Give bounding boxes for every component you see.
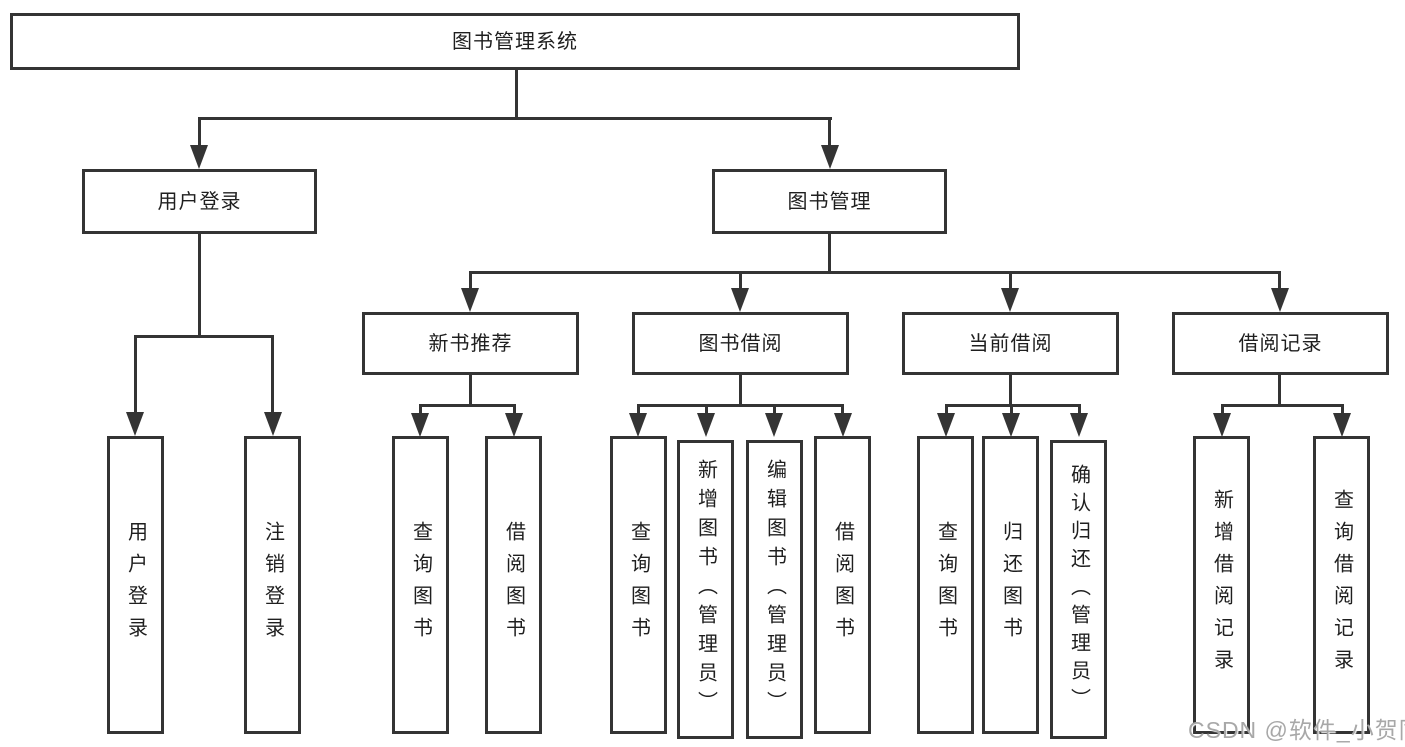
node-label: 新书推荐	[428, 332, 513, 355]
connector-arrow	[697, 413, 715, 437]
connector-line	[773, 404, 776, 416]
node-root: 图书管理系统	[10, 13, 1020, 70]
connector-arrow	[126, 412, 144, 436]
node-label: 用户登录	[124, 521, 147, 649]
leaf-bb-edit-books-admin: 编辑图书（管理员）	[746, 440, 803, 739]
node-current-borrow: 当前借阅	[902, 312, 1119, 375]
leaf-nbr-query-books: 查询图书	[392, 436, 449, 734]
connector-line	[705, 404, 708, 416]
node-label: 新增图书（管理员）	[694, 459, 717, 720]
node-label: 查询图书	[627, 521, 650, 649]
connector-arrow	[264, 412, 282, 436]
connector-arrow	[821, 145, 839, 169]
connector-line	[198, 234, 201, 338]
connector-line	[945, 404, 1081, 407]
node-label: 图书管理	[787, 190, 872, 213]
leaf-br-add-record: 新增借阅记录	[1193, 436, 1250, 734]
connector-arrow	[765, 413, 783, 437]
node-label: 借阅记录	[1238, 332, 1323, 355]
connector-arrow	[731, 288, 749, 312]
connector-line	[1278, 271, 1281, 292]
connector-line	[419, 404, 516, 407]
connector-arrow	[834, 413, 852, 437]
connector-line	[739, 375, 742, 407]
connector-arrow	[937, 413, 955, 437]
node-label: 借阅图书	[831, 521, 854, 649]
connector-arrow	[505, 413, 523, 437]
connector-line	[271, 335, 274, 415]
connector-arrow	[461, 288, 479, 312]
leaf-bb-query-books: 查询图书	[610, 436, 667, 734]
leaf-user-login: 用户登录	[107, 436, 164, 734]
connector-line	[515, 68, 518, 119]
connector-line	[1278, 375, 1281, 407]
node-borrow-record: 借阅记录	[1172, 312, 1389, 375]
node-new-book-recommend: 新书推荐	[362, 312, 579, 375]
node-label: 查询图书	[409, 521, 432, 649]
connector-line	[134, 335, 274, 338]
leaf-logout: 注销登录	[244, 436, 301, 734]
connector-line	[1009, 375, 1012, 407]
connector-line	[828, 117, 831, 149]
connector-arrow	[190, 145, 208, 169]
connector-arrow	[1333, 413, 1351, 437]
connector-arrow	[629, 413, 647, 437]
connector-line	[1010, 404, 1013, 416]
connector-arrow	[1213, 413, 1231, 437]
node-label: 注销登录	[261, 521, 284, 649]
connector-line	[637, 404, 844, 407]
node-label: 用户登录	[157, 190, 242, 213]
connector-line	[198, 117, 201, 149]
connector-arrow	[1002, 413, 1020, 437]
connector-line	[469, 271, 472, 292]
leaf-bb-add-books-admin: 新增图书（管理员）	[677, 440, 734, 739]
leaf-cb-query-books: 查询图书	[917, 436, 974, 734]
connector-line	[469, 375, 472, 407]
node-label: 新增借阅记录	[1210, 489, 1233, 681]
node-label: 归还图书	[999, 521, 1022, 649]
node-label: 图书管理系统	[452, 30, 578, 53]
node-label: 图书借阅	[698, 332, 783, 355]
connector-line	[945, 404, 948, 416]
node-label: 确认归还（管理员）	[1067, 463, 1090, 716]
node-label: 借阅图书	[502, 521, 525, 649]
leaf-br-query-record: 查询借阅记录	[1313, 436, 1370, 734]
connector-line	[739, 271, 742, 292]
connector-line	[1078, 404, 1081, 416]
connector-line	[828, 234, 831, 274]
connector-line	[1341, 404, 1344, 416]
connector-line	[1009, 271, 1012, 292]
connector-line	[637, 404, 640, 416]
connector-arrow	[1271, 288, 1289, 312]
connector-line	[198, 117, 832, 120]
leaf-cb-confirm-return-admin: 确认归还（管理员）	[1050, 440, 1107, 739]
leaf-cb-return-books: 归还图书	[982, 436, 1039, 734]
leaf-bb-borrow-books: 借阅图书	[814, 436, 871, 734]
connector-arrow	[1070, 413, 1088, 437]
watermark: CSDN @软件_小贺同学	[1188, 717, 1405, 743]
connector-line	[134, 335, 137, 415]
node-book-borrow: 图书借阅	[632, 312, 849, 375]
leaf-nbr-borrow-books: 借阅图书	[485, 436, 542, 734]
connector-line	[513, 404, 516, 416]
node-user-login: 用户登录	[82, 169, 317, 234]
connector-line	[419, 404, 422, 416]
node-label: 当前借阅	[968, 332, 1053, 355]
node-book-management: 图书管理	[712, 169, 947, 234]
node-label: 查询图书	[934, 521, 957, 649]
connector-arrow	[411, 413, 429, 437]
connector-line	[469, 271, 1281, 274]
connector-arrow	[1001, 288, 1019, 312]
connector-line	[1221, 404, 1343, 407]
node-label: 编辑图书（管理员）	[763, 459, 786, 720]
connector-line	[841, 404, 844, 416]
node-label: 查询借阅记录	[1330, 489, 1353, 681]
connector-line	[1221, 404, 1224, 416]
